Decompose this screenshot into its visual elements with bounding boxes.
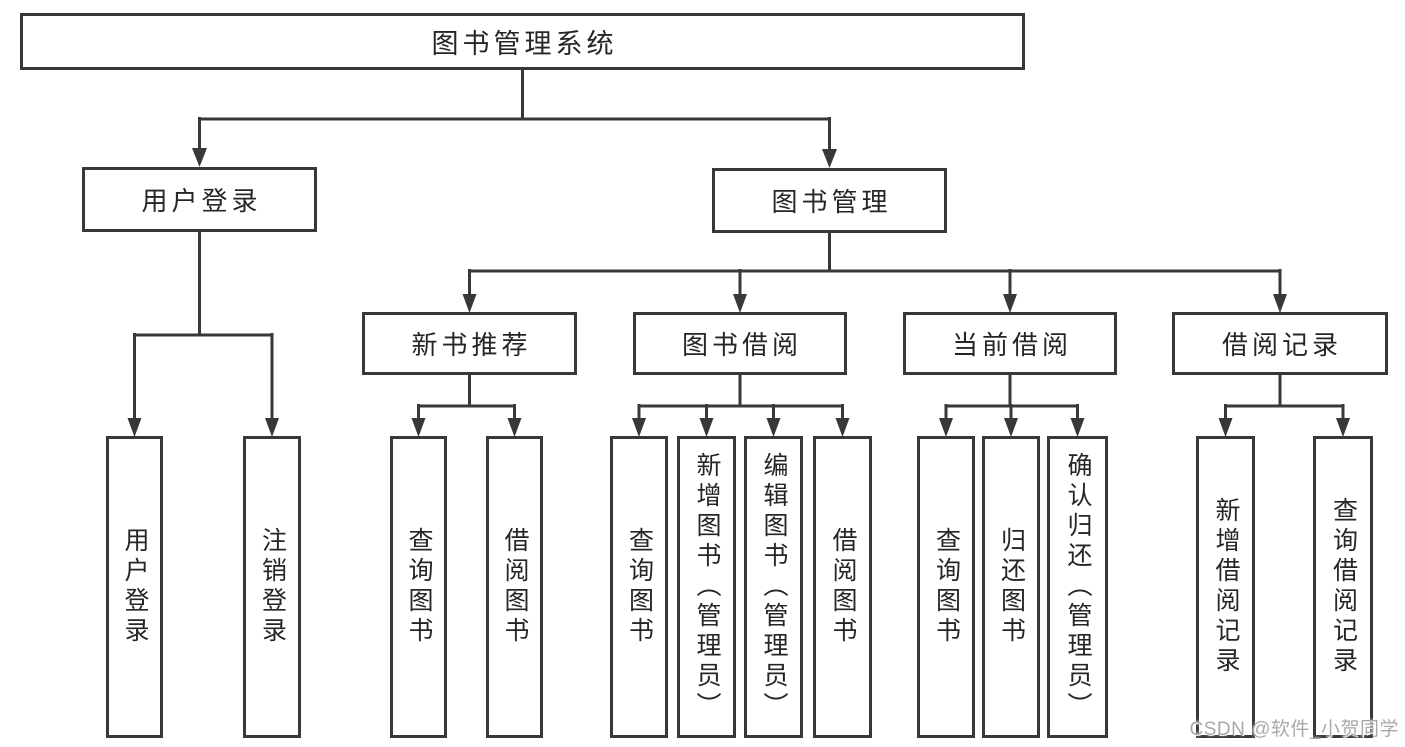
leaf-borrow-books-1: 借阅图书 [486, 436, 543, 738]
leaf-edit-book-admin: 编辑图书（管理员） [744, 436, 803, 738]
leaf-add-borrow-record: 新增借阅记录 [1196, 436, 1255, 738]
node-book-management: 图书管理 [712, 168, 947, 233]
node-label: 查询图书 [932, 527, 961, 647]
leaf-return-books: 归还图书 [982, 436, 1040, 738]
leaf-user-login: 用户登录 [106, 436, 163, 738]
watermark: CSDN @软件_小贺同学 [1189, 719, 1399, 740]
leaf-borrow-books-2: 借阅图书 [813, 436, 872, 738]
leaf-query-borrow-record: 查询借阅记录 [1313, 436, 1373, 738]
node-label: 图书管理 [771, 187, 892, 217]
arrowhead-icons [127, 148, 1350, 437]
node-label: 查询图书 [625, 527, 654, 647]
node-new-book-recommend: 新书推荐 [362, 312, 577, 375]
leaf-query-books-3: 查询图书 [917, 436, 975, 738]
node-borrow-records: 借阅记录 [1172, 312, 1388, 375]
node-label: 当前借阅 [951, 330, 1072, 360]
node-current-borrowing: 当前借阅 [903, 312, 1117, 375]
node-label: 新增借阅记录 [1212, 497, 1240, 677]
leaf-confirm-return-admin: 确认归还（管理员） [1047, 436, 1108, 738]
node-label: 借阅图书 [501, 527, 529, 647]
node-label: 查询借阅记录 [1329, 497, 1358, 677]
node-library-system: 图书管理系统 [20, 13, 1025, 70]
node-label: 图书借阅 [681, 330, 802, 360]
node-label: 归还图书 [997, 527, 1026, 647]
leaf-add-book-admin: 新增图书（管理员） [677, 436, 736, 738]
connector-paths [133, 70, 1345, 421]
node-label: 新书推荐 [411, 330, 532, 360]
node-label: 查询图书 [405, 527, 433, 647]
node-label: 借阅记录 [1221, 330, 1342, 360]
node-label: 借阅图书 [829, 527, 857, 647]
leaf-query-books-1: 查询图书 [390, 436, 447, 738]
node-label: 确认归还（管理员） [1064, 452, 1092, 722]
node-label: 用户登录 [141, 186, 262, 216]
leaf-logout: 注销登录 [243, 436, 301, 738]
leaf-query-books-2: 查询图书 [610, 436, 668, 738]
node-label: 图书管理系统 [431, 29, 618, 59]
node-book-borrowing: 图书借阅 [633, 312, 847, 375]
node-user-login: 用户登录 [82, 167, 317, 232]
node-label: 编辑图书（管理员） [760, 452, 788, 722]
node-label: 用户登录 [121, 527, 149, 647]
node-label: 注销登录 [258, 527, 287, 647]
node-label: 新增图书（管理员） [693, 452, 721, 722]
